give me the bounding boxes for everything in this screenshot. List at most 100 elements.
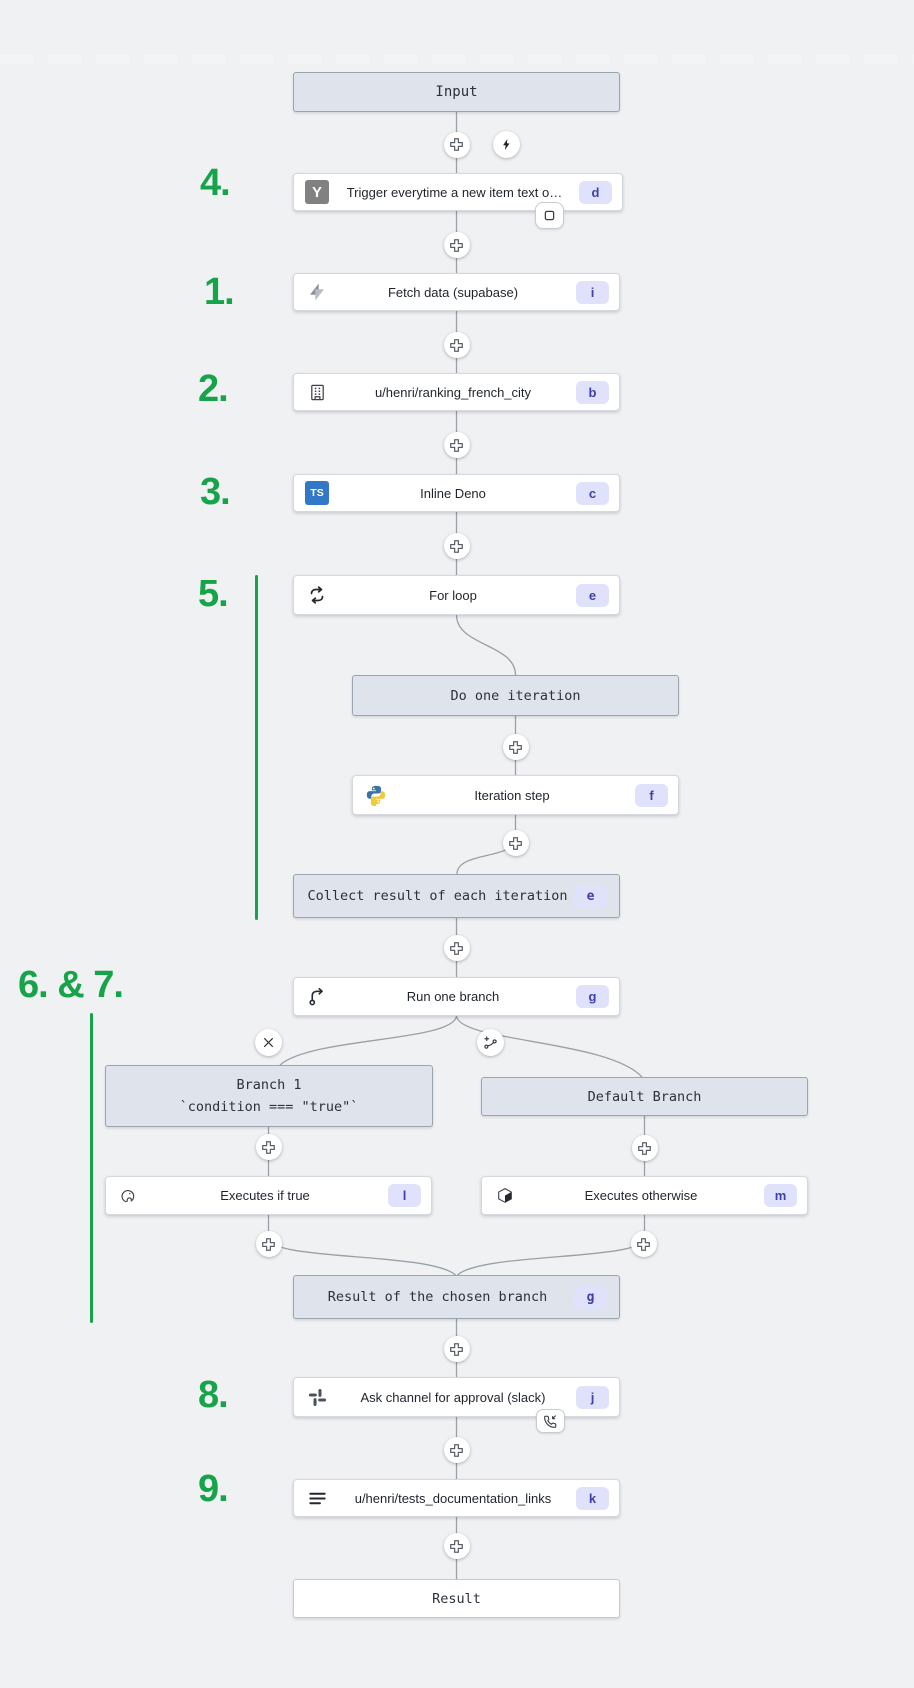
node-label: Fetch data (supabase) [387,284,519,300]
node-label: Executes if true [220,1188,310,1203]
node-executes-if-true[interactable]: Executes if true l [105,1176,432,1215]
node-ask-channel-approval[interactable]: Ask channel for approval (slack) j [293,1377,620,1417]
node-id-badge: d [579,180,612,204]
node-label: Executes otherwise [584,1188,698,1203]
merge-branch-icon [304,984,330,1010]
building-icon [304,379,330,405]
plus-icon [450,338,463,352]
annotation-bracket-5 [255,575,258,920]
annotation-step-6-7: 6. & 7. [18,964,124,1006]
trigger-bolt-button[interactable] [492,131,520,158]
node-id-badge: b [576,380,609,404]
add-step-button[interactable] [443,1336,470,1362]
plus-icon [450,539,463,553]
list-lines-icon [304,1485,330,1511]
annotation-step-2: 2. [198,368,229,410]
node-fetch-data[interactable]: Fetch data (supabase) i [293,273,620,311]
add-step-button[interactable] [443,432,470,458]
node-label: For loop [429,587,477,603]
plus-icon [262,1140,275,1154]
node-id-badge: k [576,1486,609,1510]
node-executes-otherwise[interactable]: Executes otherwise m [481,1176,808,1215]
default-branch-box[interactable]: Default Branch [481,1077,808,1116]
node-id-badge: c [576,481,609,505]
result-chosen-branch-label: Result of the chosen branch [327,1289,548,1305]
annotation-step-3: 3. [200,471,231,513]
node-id-badge: i [576,280,609,304]
suspend-approval-icon[interactable] [536,1409,565,1433]
typescript-icon: TS [304,480,330,506]
flow-input-label: Input [435,84,478,100]
result-chosen-branch-box[interactable]: Result of the chosen branch g [293,1275,620,1319]
annotation-step-4: 4. [200,162,231,204]
flow-result-box[interactable]: Result [293,1579,620,1618]
node-id-badge: m [764,1184,797,1207]
annotation-bracket-6-7 [90,1013,93,1323]
node-iteration-step[interactable]: Iteration step f [352,775,679,815]
do-one-iteration-label: Do one iteration [450,687,581,704]
node-ranking-french-city[interactable]: u/henri/ranking_french_city b [293,373,620,411]
node-id-badge: f [635,783,668,807]
node-for-loop[interactable]: For loop e [293,575,620,615]
node-id-badge: j [576,1385,609,1409]
add-step-button[interactable] [631,1135,658,1161]
early-stop-icon[interactable] [535,202,564,229]
repeat-loop-icon [304,582,330,608]
plus-icon [450,138,463,151]
node-label: u/henri/tests_documentation_links [354,1490,552,1506]
node-label: Inline Deno [420,485,486,501]
add-step-button[interactable] [443,1437,470,1463]
add-step-button[interactable] [443,935,470,961]
remove-branch-button[interactable] [254,1028,282,1056]
plus-icon [450,1443,463,1457]
collect-result-box[interactable]: Collect result of each iteration e [293,874,620,918]
node-inline-deno[interactable]: TS Inline Deno c [293,474,620,512]
add-step-button[interactable] [443,533,470,559]
add-step-button[interactable] [630,1231,657,1257]
add-step-button[interactable] [443,232,470,258]
node-label: u/henri/ranking_french_city [374,384,532,400]
do-one-iteration-box[interactable]: Do one iteration [352,675,679,716]
node-tests-documentation-links[interactable]: u/henri/tests_documentation_links k [293,1479,620,1517]
plus-icon [262,1237,275,1251]
faded-toolbar-band [0,55,914,64]
default-branch-label: Default Branch [587,1088,702,1105]
cube-package-icon [492,1183,518,1209]
annotation-step-1: 1. [204,271,235,313]
node-id-badge: l [388,1184,421,1207]
plus-icon [450,438,463,452]
collect-result-label: Collect result of each iteration [307,888,568,904]
phone-incoming-icon [544,1414,557,1428]
annotation-step-5: 5. [198,573,229,615]
plus-icon [638,1141,651,1155]
supabase-icon [304,279,330,305]
add-step-button[interactable] [502,734,529,760]
python-icon [363,782,389,808]
branch-add-icon [483,1035,497,1049]
branch-1-title: Branch 1 [236,1076,302,1093]
flow-input-box[interactable]: Input [293,72,620,112]
node-run-one-branch[interactable]: Run one branch g [293,977,620,1016]
add-step-button[interactable] [502,830,529,856]
plus-icon [450,238,463,252]
stop-square-icon [544,210,555,221]
close-icon [263,1037,273,1047]
add-step-button[interactable] [443,131,470,158]
add-step-button[interactable] [255,1231,282,1257]
branch-1-condition: `condition === "true"` [179,1099,359,1115]
node-label: Trigger everytime a new item text o… [346,184,563,200]
add-step-button[interactable] [255,1134,282,1160]
plus-icon [509,740,522,754]
annotation-step-9: 9. [198,1468,229,1510]
plus-icon [450,1342,463,1356]
result-chosen-branch-id-badge: g [574,1285,607,1309]
add-step-button[interactable] [443,1533,470,1559]
collect-result-id-badge: e [574,884,607,908]
branch-1-text: Branch 1 `condition === "true"` [180,1074,359,1119]
add-step-button[interactable] [443,332,470,358]
slack-icon [304,1384,330,1410]
node-trigger[interactable]: Y Trigger everytime a new item text o… d [293,173,623,211]
add-branch-button[interactable] [476,1028,504,1056]
branch-1-box[interactable]: Branch 1 `condition === "true"` [105,1065,433,1127]
postgresql-elephant-icon [116,1183,142,1209]
